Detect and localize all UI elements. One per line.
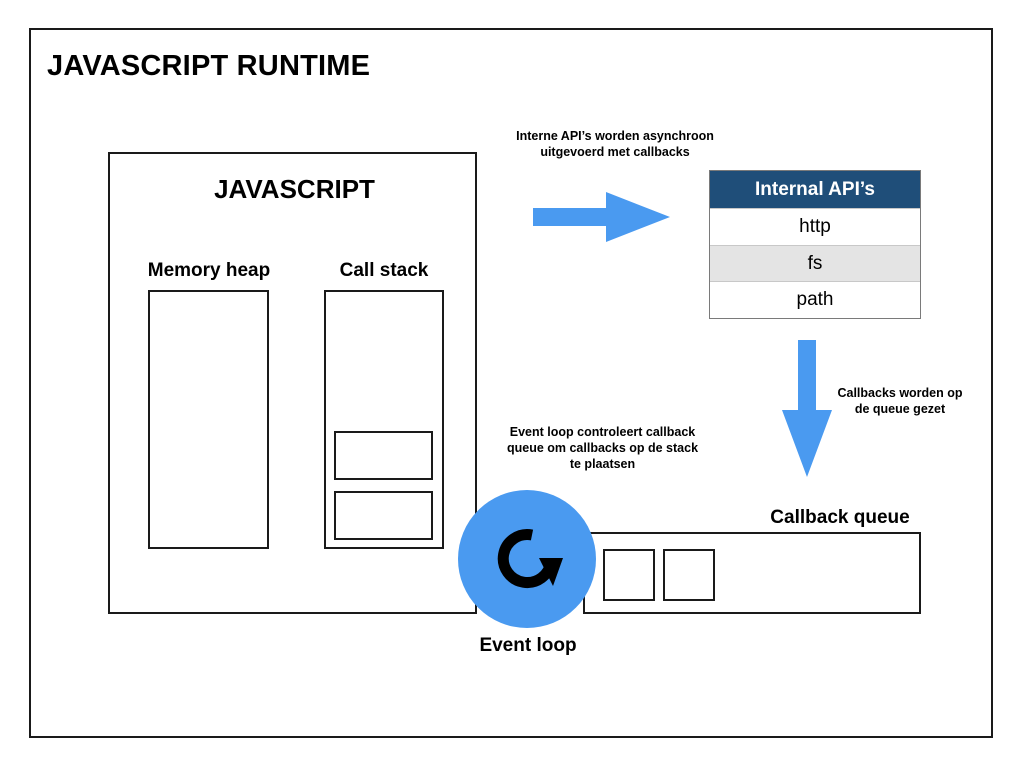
refresh-icon [497, 529, 563, 588]
callbacks-to-queue-note: Callbacks worden op de queue gezet [837, 386, 963, 416]
event-loop-circle [458, 490, 596, 628]
event-loop-label: Event loop [479, 635, 577, 656]
internal-apis-table: Internal API’s http fs path [709, 170, 921, 319]
call-stack-label: Call stack [339, 260, 429, 281]
api-item-path: path [710, 281, 920, 319]
down-arrow-icon [782, 340, 832, 477]
callback-queue-label: Callback queue [770, 507, 910, 528]
page-title: JAVASCRIPT RUNTIME [47, 50, 371, 82]
stack-frame [334, 431, 433, 480]
runtime-frame [29, 28, 993, 738]
javascript-engine-box [108, 152, 477, 614]
call-stack-box [324, 290, 444, 549]
right-arrow-icon [533, 192, 670, 242]
queue-item [663, 549, 715, 601]
queue-item [603, 549, 655, 601]
stack-frame [334, 491, 433, 540]
internal-api-note: Interne API’s worden asynchroon uitgevoe… [516, 129, 714, 159]
memory-heap-label: Memory heap [147, 260, 271, 281]
javascript-engine-title: JAVASCRIPT [214, 174, 375, 204]
api-item-http: http [710, 208, 920, 245]
api-item-fs: fs [710, 244, 920, 282]
memory-heap-box [148, 290, 269, 549]
event-loop-note: Event loop controleert callback queue om… [506, 425, 699, 471]
internal-apis-header: Internal API’s [710, 171, 920, 208]
